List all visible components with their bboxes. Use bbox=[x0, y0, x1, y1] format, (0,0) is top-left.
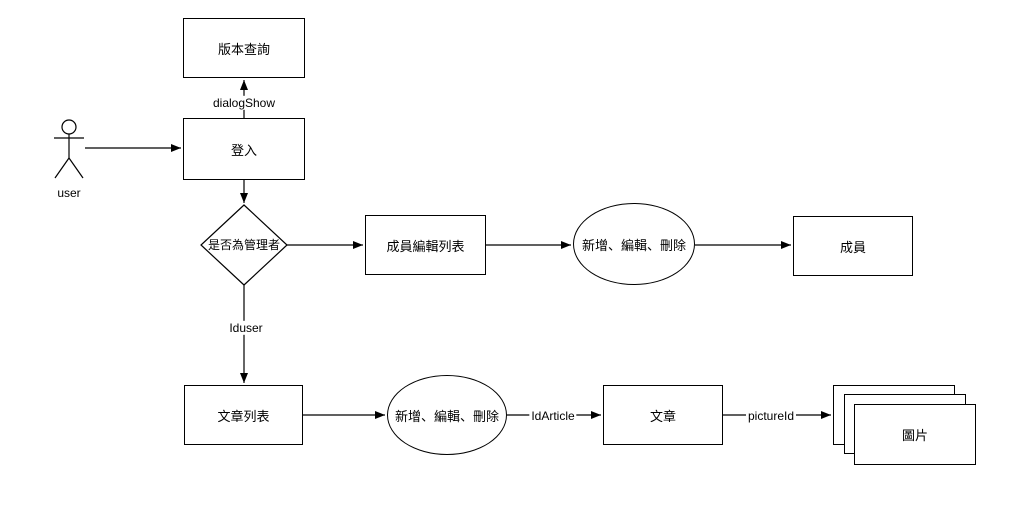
edge-label-idarticle: IdArticle bbox=[529, 408, 577, 424]
decision-is-admin-label: 是否為管理者 bbox=[207, 237, 281, 252]
node-article-crud-ellipse[interactable]: 新增、編輯、刪除 bbox=[387, 375, 507, 455]
node-picture[interactable]: 圖片 bbox=[854, 404, 976, 465]
actor-left-leg bbox=[54, 157, 70, 179]
actor-right-leg bbox=[68, 157, 84, 179]
user-actor-label: user bbox=[57, 185, 81, 200]
node-article-list[interactable]: 文章列表 bbox=[184, 385, 303, 445]
node-article[interactable]: 文章 bbox=[603, 385, 723, 445]
user-actor-figure[interactable] bbox=[54, 119, 84, 179]
edge-label-pictureid: pictureId bbox=[745, 408, 797, 424]
node-login[interactable]: 登入 bbox=[183, 118, 305, 180]
node-member-crud-ellipse[interactable]: 新增、編輯、刪除 bbox=[573, 203, 695, 285]
actor-head bbox=[61, 119, 77, 135]
edge-label-dialogshow: dialogShow bbox=[210, 95, 278, 111]
node-member[interactable]: 成員 bbox=[793, 216, 913, 276]
edge-label-iduser: Iduser bbox=[227, 320, 265, 336]
node-member-edit-list[interactable]: 成員編輯列表 bbox=[365, 215, 486, 275]
node-version-query[interactable]: 版本查詢 bbox=[183, 18, 305, 78]
